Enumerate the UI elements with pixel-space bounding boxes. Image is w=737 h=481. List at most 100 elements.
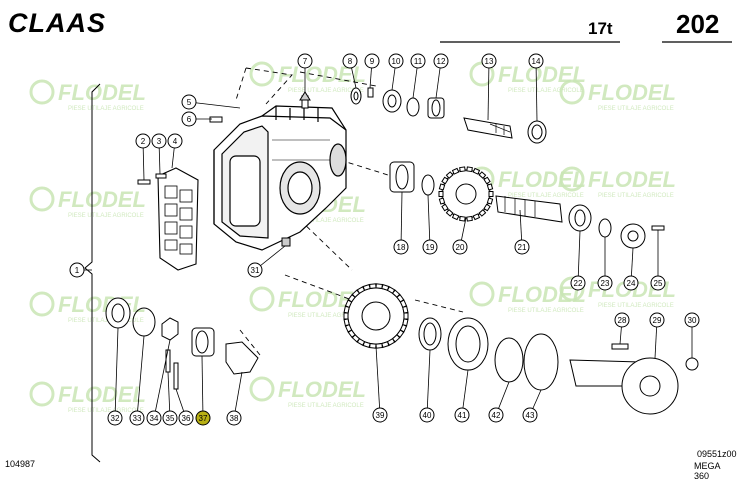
- callout-40[interactable]: 40: [419, 407, 435, 423]
- svg-text:32: 32: [111, 414, 120, 423]
- svg-text:29: 29: [653, 316, 662, 325]
- svg-text:24: 24: [627, 279, 636, 288]
- svg-text:36: 36: [182, 414, 191, 423]
- watermark-brand: FLODEL: [278, 377, 366, 402]
- watermark-brand: FLODEL: [498, 167, 586, 192]
- callout-41[interactable]: 41: [454, 407, 470, 423]
- leader-line-32: [114, 327, 119, 419]
- leader-line-35: [167, 371, 171, 419]
- callout-3[interactable]: 3: [151, 133, 167, 149]
- callout-33[interactable]: 33: [129, 410, 145, 426]
- watermark-tagline: PIESE UTILAJE AGRICOLE: [508, 193, 584, 199]
- leader-line-39: [375, 345, 381, 416]
- callout-12[interactable]: 12: [433, 53, 449, 69]
- callout-36[interactable]: 36: [178, 410, 194, 426]
- svg-text:41: 41: [458, 411, 467, 420]
- callout-38[interactable]: 38: [226, 410, 242, 426]
- callout-37[interactable]: 37: [195, 410, 211, 426]
- svg-text:40: 40: [423, 411, 432, 420]
- claas-brand-logo: CLAAS: [8, 8, 106, 38]
- leader-line-34: [153, 339, 171, 419]
- callout-28[interactable]: 28: [614, 312, 630, 328]
- svg-text:4: 4: [173, 137, 178, 146]
- callout-10[interactable]: 10: [388, 53, 404, 69]
- callout-14[interactable]: 14: [528, 53, 544, 69]
- cover-plate: [157, 167, 199, 271]
- callout-43[interactable]: 43: [522, 407, 538, 423]
- callout-30[interactable]: 30: [684, 312, 700, 328]
- svg-text:22: 22: [574, 279, 583, 288]
- svg-text:43: 43: [526, 411, 535, 420]
- svg-text:6: 6: [187, 115, 192, 124]
- svg-text:28: 28: [618, 316, 627, 325]
- callout-29[interactable]: 29: [649, 312, 665, 328]
- svg-text:1: 1: [75, 266, 80, 275]
- svg-text:34: 34: [150, 414, 159, 423]
- svg-text:35: 35: [166, 414, 175, 423]
- callout-9[interactable]: 9: [364, 53, 380, 69]
- callout-32[interactable]: 32: [107, 410, 123, 426]
- svg-text:7: 7: [303, 57, 308, 66]
- callout-35[interactable]: 35: [162, 410, 178, 426]
- svg-text:30: 30: [688, 316, 697, 325]
- watermark-tagline: PIESE UTILAJE AGRICOLE: [68, 106, 144, 112]
- watermark-tagline: PIESE UTILAJE AGRICOLE: [598, 303, 674, 309]
- watermark-tagline: PIESE UTILAJE AGRICOLE: [508, 88, 584, 94]
- callout-4[interactable]: 4: [167, 133, 183, 149]
- callout-42[interactable]: 42: [488, 407, 504, 423]
- watermark-brand: FLODEL: [498, 62, 586, 87]
- callout-21[interactable]: 21: [514, 239, 530, 255]
- callout-6[interactable]: 6: [181, 111, 197, 127]
- callout-22[interactable]: 22: [570, 275, 586, 291]
- leader-line-18: [400, 191, 403, 248]
- leader-line-41: [461, 369, 469, 416]
- callout-7[interactable]: 7: [297, 53, 313, 69]
- leader-line-5: [188, 101, 241, 109]
- callout-20[interactable]: 20: [452, 239, 468, 255]
- watermark-tagline: PIESE UTILAJE AGRICOLE: [68, 318, 144, 324]
- leader-line-14: [535, 60, 538, 122]
- callout-25[interactable]: 25: [650, 275, 666, 291]
- callout-34[interactable]: 34: [146, 410, 162, 426]
- svg-text:2: 2: [141, 137, 146, 146]
- watermark-brand: FLODEL: [58, 382, 146, 407]
- svg-text:18: 18: [397, 243, 406, 252]
- callout-24[interactable]: 24: [623, 275, 639, 291]
- callout-39[interactable]: 39: [372, 407, 388, 423]
- svg-text:11: 11: [414, 57, 423, 66]
- watermark-tagline: PIESE UTILAJE AGRICOLE: [508, 308, 584, 314]
- callout-13[interactable]: 13: [481, 53, 497, 69]
- callout-11[interactable]: 11: [410, 53, 426, 69]
- leader-line-37: [201, 355, 204, 419]
- svg-text:19: 19: [426, 243, 435, 252]
- reference-code: 09551z00: [697, 449, 737, 459]
- callout-8[interactable]: 8: [342, 53, 358, 69]
- svg-text:23: 23: [601, 279, 610, 288]
- callout-5[interactable]: 5: [181, 94, 197, 110]
- watermark-tagline: PIESE UTILAJE AGRICOLE: [68, 213, 144, 219]
- model-name: MEGA 360: [694, 461, 721, 481]
- leader-line-22: [577, 230, 581, 284]
- callout-31[interactable]: 31: [247, 262, 263, 278]
- callout-19[interactable]: 19: [422, 239, 438, 255]
- watermark-tagline: PIESE UTILAJE AGRICOLE: [288, 403, 364, 409]
- watermark-brand: FLODEL: [58, 292, 146, 317]
- callout-2[interactable]: 2: [135, 133, 151, 149]
- svg-text:20: 20: [456, 243, 465, 252]
- drawing-id: 104987: [5, 459, 36, 469]
- svg-text:10: 10: [392, 57, 401, 66]
- svg-text:9: 9: [370, 57, 375, 66]
- svg-text:39: 39: [376, 411, 385, 420]
- callout-1[interactable]: 1: [69, 262, 85, 278]
- gearbox-housing: [213, 105, 347, 251]
- callout-18[interactable]: 18: [393, 239, 409, 255]
- callout-23[interactable]: 23: [597, 275, 613, 291]
